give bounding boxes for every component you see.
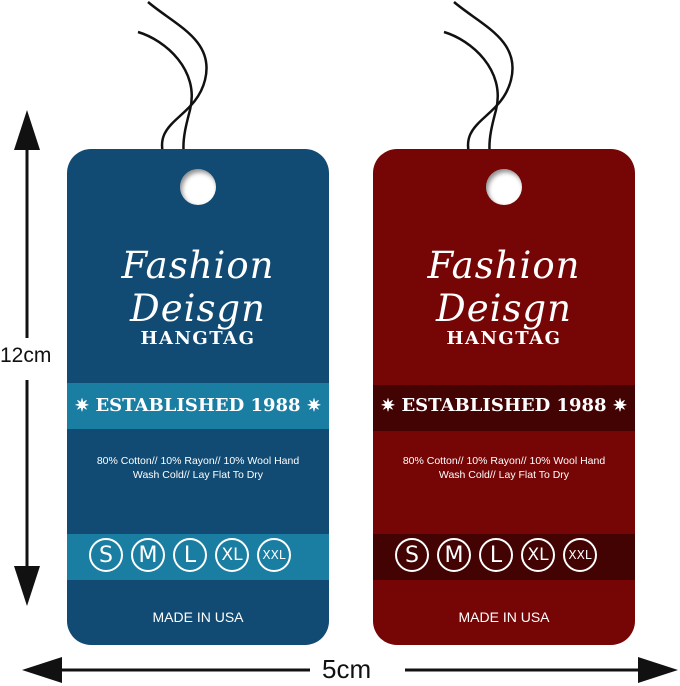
hangtag-red: Fashion Deisgn HANGTAG ✷ ESTABLISHED 198… [373, 149, 635, 645]
size-s: S [395, 538, 429, 572]
size-xxl: XXL [563, 538, 597, 572]
hangtag-blue: Fashion Deisgn HANGTAG ✷ ESTABLISHED 198… [67, 149, 329, 645]
size-list: S M L XL XXL [395, 538, 597, 572]
size-xl: XL [215, 538, 249, 572]
established-text: ✷ ESTABLISHED 1988 ✷ [373, 395, 635, 416]
size-xl: XL [521, 538, 555, 572]
care-line: 80% Cotton// 10% Rayon// 10% Wool Hand [96, 455, 300, 467]
made-in-label: MADE IN USA [152, 609, 244, 625]
made-in-label: MADE IN USA [458, 609, 550, 625]
tag-subtitle: HANGTAG [140, 328, 256, 349]
height-label: 12cm [0, 344, 52, 367]
size-l: L [479, 538, 513, 572]
star-icon: ✷ [74, 396, 90, 416]
care-instructions: 80% Cotton// 10% Rayon// 10% Wool Hand W… [383, 454, 625, 482]
tag-subtitle: HANGTAG [446, 328, 562, 349]
size-list: S M L XL XXL [89, 538, 291, 572]
size-l: L [173, 538, 207, 572]
width-label: 5cm [322, 654, 372, 684]
brand-name: Fashion Deisgn [427, 244, 581, 330]
established-band [373, 385, 635, 431]
size-m: M [437, 538, 471, 572]
established-text: ✷ ESTABLISHED 1988 ✷ [67, 395, 329, 416]
star-icon: ✷ [380, 396, 396, 416]
brand-name: Fashion Deisgn [121, 244, 275, 330]
care-instructions: 80% Cotton// 10% Rayon// 10% Wool Hand W… [77, 454, 319, 482]
care-line: Wash Cold// Lay Flat To Dry [438, 469, 570, 481]
size-s: S [89, 538, 123, 572]
star-icon: ✷ [612, 396, 628, 416]
care-line: Wash Cold// Lay Flat To Dry [132, 469, 264, 481]
tag-hole [180, 169, 216, 205]
size-m: M [131, 538, 165, 572]
established-band [67, 383, 329, 429]
established-label: ESTABLISHED 1988 [401, 395, 607, 416]
size-xxl: XXL [257, 538, 291, 572]
star-icon: ✷ [306, 396, 322, 416]
care-line: 80% Cotton// 10% Rayon// 10% Wool Hand [402, 455, 606, 467]
tag-hole [486, 169, 522, 205]
established-label: ESTABLISHED 1988 [95, 395, 301, 416]
